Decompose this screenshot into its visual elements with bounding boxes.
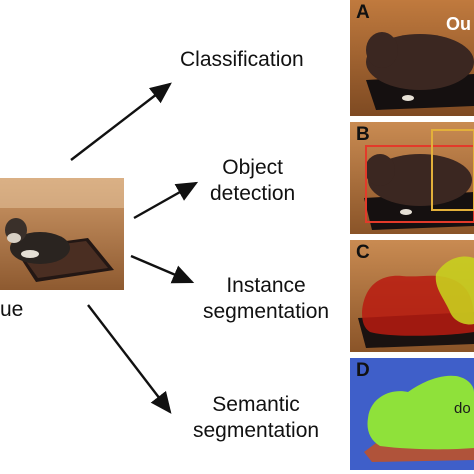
semantic-dog-region <box>367 375 474 450</box>
panel-d-letter: D <box>356 360 370 381</box>
label-instance-segmentation: Instance segmentation <box>203 273 329 325</box>
instance-mask-yellow <box>435 256 474 325</box>
label-line: segmentation <box>193 419 320 442</box>
bounding-box-red <box>365 145 474 223</box>
label-line: Classification <box>180 48 304 71</box>
label-line: Object <box>222 156 283 179</box>
panel-d-mask <box>350 358 474 470</box>
arrow-to-object-detection <box>133 181 199 220</box>
panel-b-photo <box>350 122 474 234</box>
panel-a: A Ou <box>350 0 474 116</box>
arrow-to-instance-segmentation <box>130 254 195 284</box>
label-semantic-segmentation: Semantic segmentation <box>193 392 319 444</box>
panel-b-letter: B <box>356 124 370 145</box>
panel-a-photo <box>350 0 474 116</box>
arrow-to-semantic-segmentation <box>87 304 172 414</box>
panel-a-letter: A <box>356 2 370 23</box>
label-line: detection <box>210 182 296 205</box>
panel-a-overlay-text: Ou <box>446 14 471 34</box>
panel-c: C <box>350 240 474 352</box>
panel-d-overlay-text: do <box>454 400 471 417</box>
source-label: ue <box>0 298 24 321</box>
arrow-to-classification <box>70 82 172 161</box>
panel-c-photo <box>350 240 474 352</box>
bounding-box-yellow <box>431 129 474 211</box>
panel-c-letter: C <box>356 242 370 263</box>
label-classification: Classification <box>180 47 304 73</box>
label-line: Instance <box>226 274 306 297</box>
label-line: segmentation <box>203 300 330 323</box>
panel-b: B <box>350 122 474 234</box>
panel-d: D do <box>350 358 474 470</box>
label-object-detection: Object detection <box>210 155 295 207</box>
source-photo <box>0 178 124 290</box>
label-line: Semantic <box>212 393 300 416</box>
